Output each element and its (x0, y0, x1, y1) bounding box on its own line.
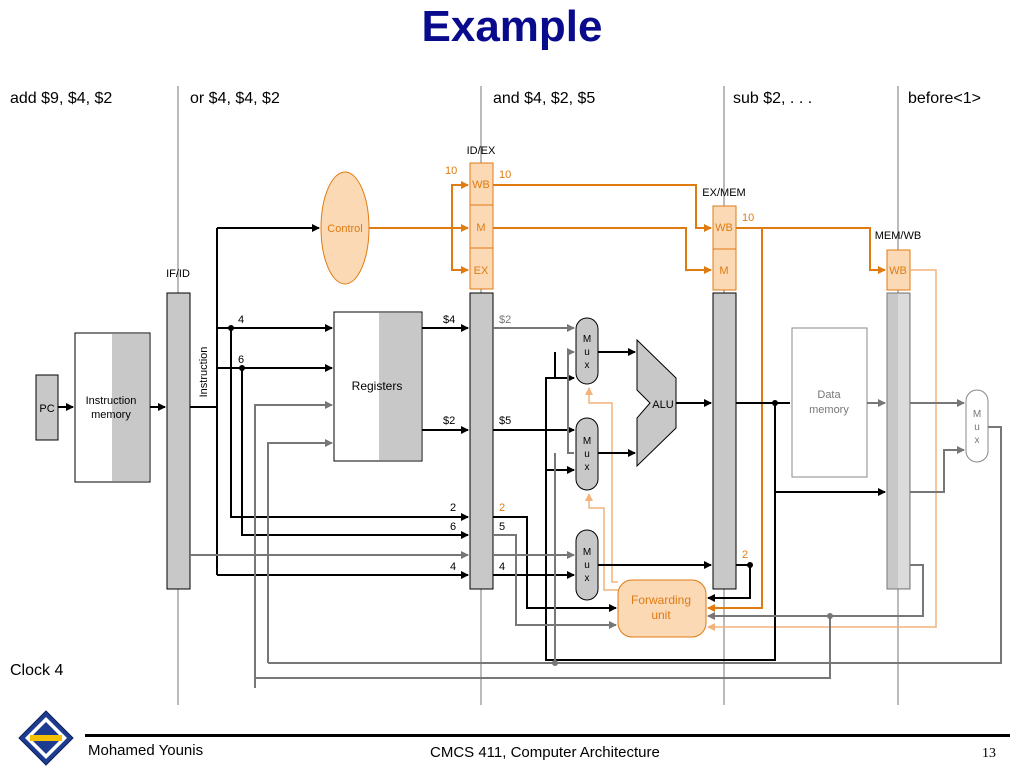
forwarding-unit (617, 579, 707, 638)
mem-wb-label: MEM/WB (875, 230, 921, 242)
instruction-memory-shade (112, 334, 149, 481)
instruction-label: Instruction (198, 347, 210, 398)
control-wb-wire (369, 181, 469, 229)
idex-m-wire (493, 227, 712, 274)
readdata1-label: $4 (443, 314, 455, 326)
exmem-rd-label: 2 (742, 549, 748, 561)
wb-mux-letter: M (973, 409, 981, 420)
stage-ex-instruction: and $4, $2, $5 (493, 90, 596, 107)
id-ex-m: M (476, 222, 485, 234)
mem-wb-register-shade (898, 294, 909, 588)
stage-id-instruction: or $4, $4, $2 (190, 90, 280, 107)
exmem-regwrite-fwd-wire (707, 228, 763, 612)
mux-a-letter: x (585, 360, 590, 371)
control-value-label: 10 (742, 212, 754, 224)
memwb-rd-to-registers (255, 616, 831, 679)
write-register-wire (254, 401, 333, 688)
control-ex-wire (451, 228, 469, 274)
idex-rs-in-label: 2 (450, 502, 456, 514)
id-ex-wb: WB (472, 179, 490, 191)
rt-to-idex (241, 368, 469, 539)
instruction-memory-label-2: memory (91, 409, 131, 421)
stage-wb-instruction: before<1> (908, 90, 981, 107)
mem-wb-pipeline-register (886, 292, 911, 590)
id-ex-control-fields (469, 162, 494, 290)
rt-value-label: 6 (238, 354, 244, 366)
data-memory (791, 327, 868, 478)
wb-mux-letter: u (974, 422, 980, 433)
exmem-forward-path (545, 352, 776, 661)
forwarding-unit-label-1: Forwarding (631, 593, 691, 607)
mux-c-letter: M (583, 547, 591, 558)
memwb-rd-to-forwarding (707, 564, 924, 620)
ex-mem-pipeline-register (712, 292, 737, 590)
data-memory-label-2: memory (809, 404, 849, 416)
mux-b-letter: x (585, 462, 590, 473)
exmem-wb-wire (736, 227, 886, 274)
stage-mem-instruction: sub $2, . . . (733, 90, 813, 107)
wb-forward-mux-b (567, 352, 574, 454)
if-id-pipeline-register (166, 292, 191, 590)
idex-wb-wire (493, 184, 712, 232)
pc-label: PC (39, 403, 54, 415)
idex-rt-out-label: 5 (499, 521, 505, 533)
umbc-csee-logo (18, 710, 74, 766)
rs-value-label: 4 (238, 314, 244, 326)
forward-b-select (585, 493, 618, 591)
forwarding-unit-label-2: unit (651, 608, 671, 622)
ex-mem-control-fields (712, 205, 737, 291)
alu (636, 338, 677, 468)
mux-b-letter: u (584, 449, 590, 460)
write-data-wire (267, 439, 333, 663)
mux-a-letter: u (584, 347, 590, 358)
mux-b-letter: M (583, 436, 591, 447)
if-id-label: IF/ID (166, 268, 190, 280)
ex-mem-wb: WB (715, 222, 733, 234)
mem-wb-wb: WB (889, 265, 907, 277)
ex-mem-m: M (719, 265, 728, 277)
id-ex-ex: EX (474, 265, 489, 277)
rt-to-forwarding (493, 534, 617, 629)
rs-to-idex (230, 328, 469, 521)
data-memory-label-1: Data (817, 389, 841, 401)
mux-a-letter: M (583, 334, 591, 345)
id-ex-pipeline-register (469, 292, 494, 590)
mux-c-letter: u (584, 560, 590, 571)
mux-c-letter: x (585, 573, 590, 584)
page-number: 13 (982, 746, 996, 761)
id-ex-label: ID/EX (467, 145, 496, 157)
forward-a-select (585, 387, 618, 583)
control-label: Control (327, 223, 362, 235)
memwb-aluresult-to-mux (910, 446, 965, 493)
footer-course: CMCS 411, Computer Architecture (430, 744, 660, 761)
register-file-shade (379, 313, 421, 460)
readdata2-label: $2 (443, 415, 455, 427)
footer-divider (85, 734, 1010, 737)
idex-rs-out-label: 2 (499, 502, 505, 514)
instruction-memory-label-1: Instruction (86, 395, 137, 407)
idex-readdata2-label: $5 (499, 415, 511, 427)
wb-mux-letter: x (975, 435, 980, 446)
exmem-rd-to-forwarding (707, 564, 751, 602)
clock-cycle-label: Clock 4 (10, 662, 64, 679)
ex-mem-label: EX/MEM (702, 187, 745, 199)
idex-rd-out-label: 4 (499, 561, 505, 573)
slide-title: Example (421, 2, 603, 51)
registers-label: Registers (352, 379, 403, 393)
control-value-label: 10 (445, 165, 457, 177)
idex-rt-in-label: 6 (450, 521, 456, 533)
footer-author: Mohamed Younis (88, 742, 204, 759)
alu-label: ALU (652, 399, 673, 411)
stage-if-instruction: add $9, $4, $2 (10, 90, 113, 107)
rs-to-forwarding (493, 516, 617, 612)
writeback-data-wire (268, 426, 1002, 664)
control-value-label: 10 (499, 169, 511, 181)
idex-rd-in-label: 4 (450, 561, 456, 573)
idex-readdata1-label: $2 (499, 314, 511, 326)
memwb-regwrite-fwd-wire (707, 269, 937, 631)
